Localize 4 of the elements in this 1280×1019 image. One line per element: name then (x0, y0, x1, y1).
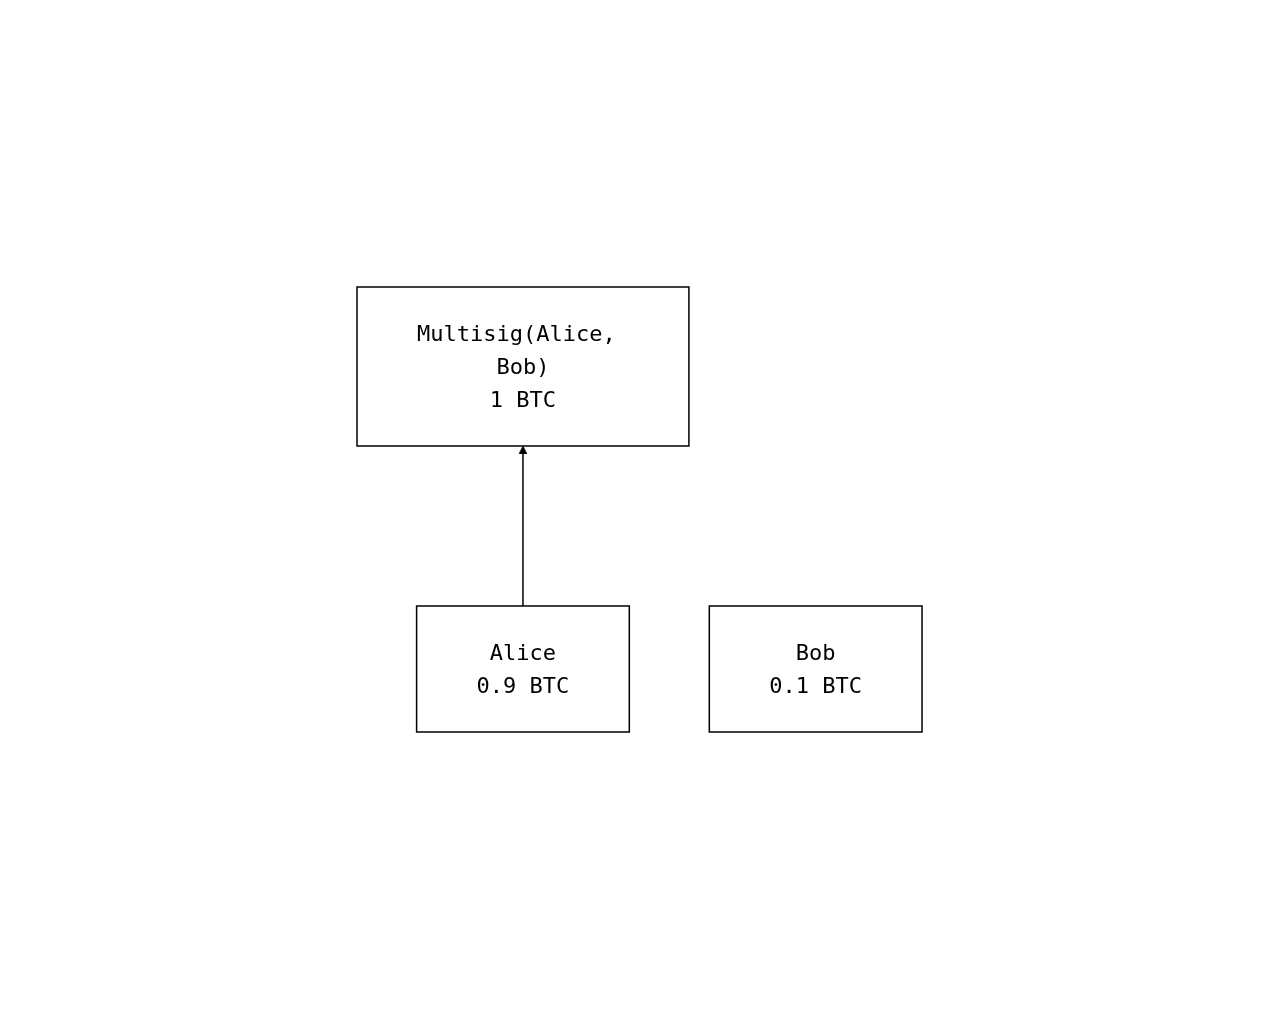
node-box: Bob 0.1 BTC (709, 605, 924, 733)
node-box: Multisig(Alice, Bob) 1 BTC (356, 286, 691, 447)
node-box: Alice 0.9 BTC (416, 605, 631, 733)
arrow (519, 445, 528, 607)
